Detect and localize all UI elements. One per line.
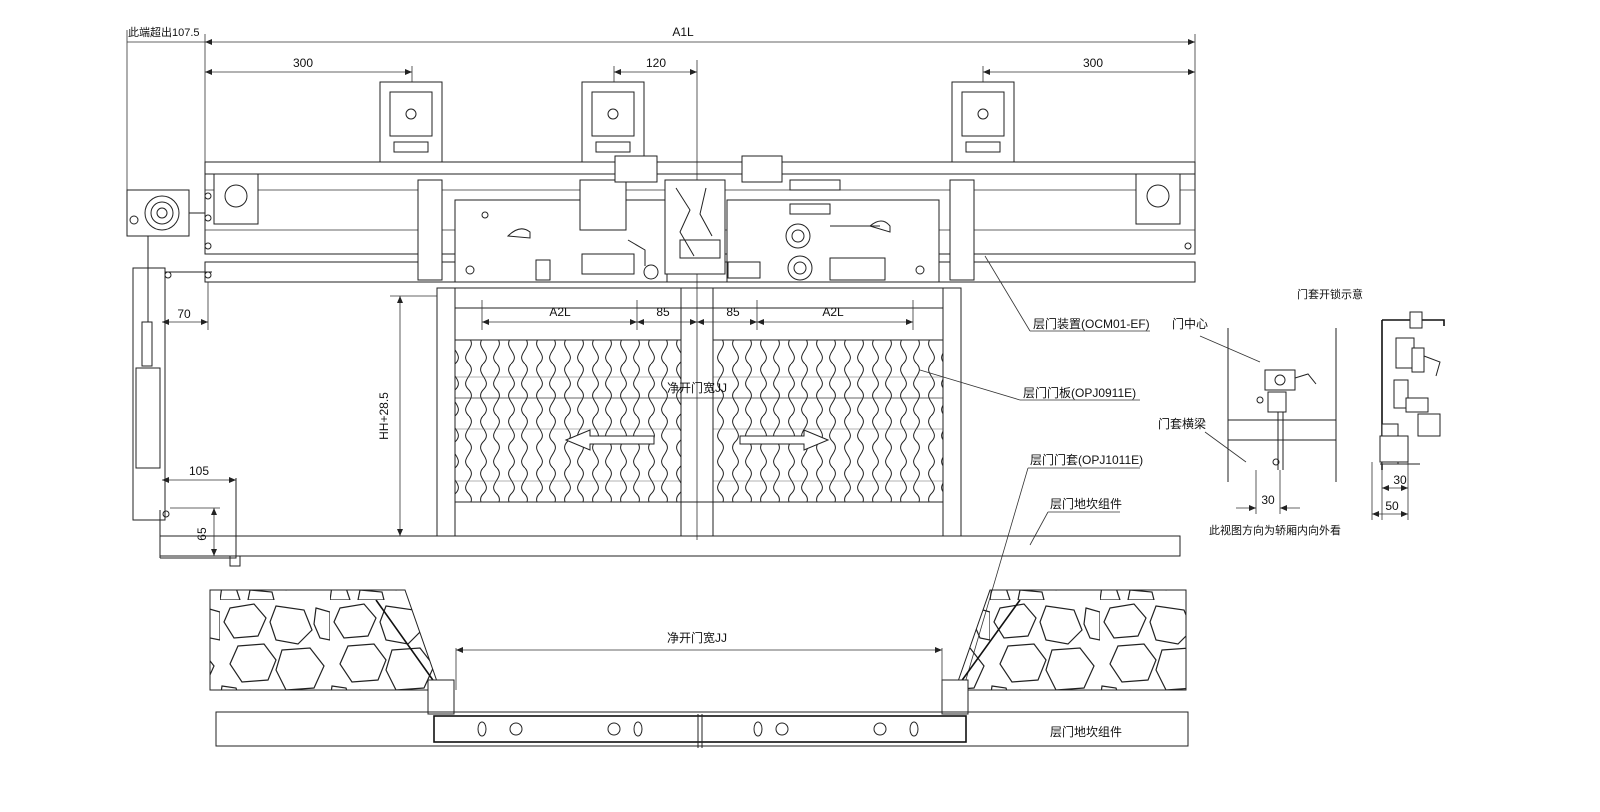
dim-85-right: 85 (726, 305, 740, 319)
plan-left-panel (433, 715, 699, 743)
a1l-label: A1L (672, 25, 694, 39)
hh-label: HH+28.5 (377, 392, 391, 440)
callout-panel: 层门门板(OPJ0911E) (1023, 385, 1136, 400)
door-closer (132, 236, 241, 567)
dimension-overhang: 此端超出107.5 (126, 25, 205, 198)
elevation-sill (159, 535, 1181, 557)
detail-dim-50: 50 (1385, 499, 1399, 513)
plan-sill-label: 层门地坎组件 (1050, 724, 1122, 739)
bracket-dimensions: 300 120 300 (205, 56, 1195, 84)
open-right-arrow-icon (739, 429, 830, 451)
mounting-brackets (379, 81, 1015, 163)
door-interlock (614, 155, 880, 279)
a2l-right-label: A2L (822, 305, 844, 319)
open-left-arrow-icon (564, 429, 655, 451)
plan-view: 净开门宽JJ 层门地坎组件 (209, 589, 1189, 748)
dimension-hh: HH+28.5 (377, 295, 437, 537)
panel-dimensions: A2L 85 85 A2L (481, 300, 914, 330)
overhang-label: 此端超出107.5 (128, 25, 200, 39)
callout-leaders: 层门装置(OCM01-EF) 层门门板(OPJ0911E) 层门门套(OPJ10… (919, 255, 1150, 701)
detail-title: 门套开锁示意 (1297, 287, 1363, 301)
detail-side: 30 50 (1371, 311, 1445, 520)
hanger-rollers (213, 173, 1181, 225)
callout-frame: 层门门套(OPJ1011E) (1030, 452, 1143, 467)
dim-120: 120 (646, 56, 666, 70)
dim-300-left: 300 (293, 56, 313, 70)
hanger-plates (417, 179, 975, 283)
beam-label: 门套横梁 (1158, 416, 1206, 431)
left-wall (209, 589, 441, 691)
plan-clear-width-label: 净开门宽JJ (667, 630, 727, 645)
closer-dimensions: 70 105 65 (162, 282, 236, 556)
elevation-view: A1L 此端超出107.5 300 120 300 (126, 25, 1196, 701)
dim-105: 105 (189, 464, 209, 478)
unlock-detail: 门套开锁示意 门中心 门套横梁 30 此视图方向为轿厢内向外看 (1158, 287, 1445, 537)
callout-sill: 层门地坎组件 (1050, 496, 1122, 511)
dimension-a1l: A1L (204, 25, 1196, 165)
dim-65: 65 (195, 527, 209, 541)
detail-note: 此视图方向为轿厢内向外看 (1209, 523, 1341, 537)
a2l-left-label: A2L (549, 305, 571, 319)
detail-dim-30-a: 30 (1261, 493, 1275, 507)
dim-85-left: 85 (656, 305, 670, 319)
dim-300-right: 300 (1083, 56, 1103, 70)
detail-dim-30-b: 30 (1393, 473, 1407, 487)
clear-width-label: 净开门宽JJ (667, 380, 727, 395)
plan-right-panel (701, 715, 967, 743)
right-wall (954, 589, 1187, 691)
detail-front: 门中心 门套横梁 30 此视图方向为轿厢内向外看 (1158, 316, 1341, 537)
door-panels (436, 287, 962, 537)
left-pulley (126, 189, 205, 237)
callout-device: 层门装置(OCM01-EF) (1033, 316, 1150, 331)
dim-70: 70 (177, 307, 191, 321)
door-center-label: 门中心 (1172, 316, 1208, 331)
